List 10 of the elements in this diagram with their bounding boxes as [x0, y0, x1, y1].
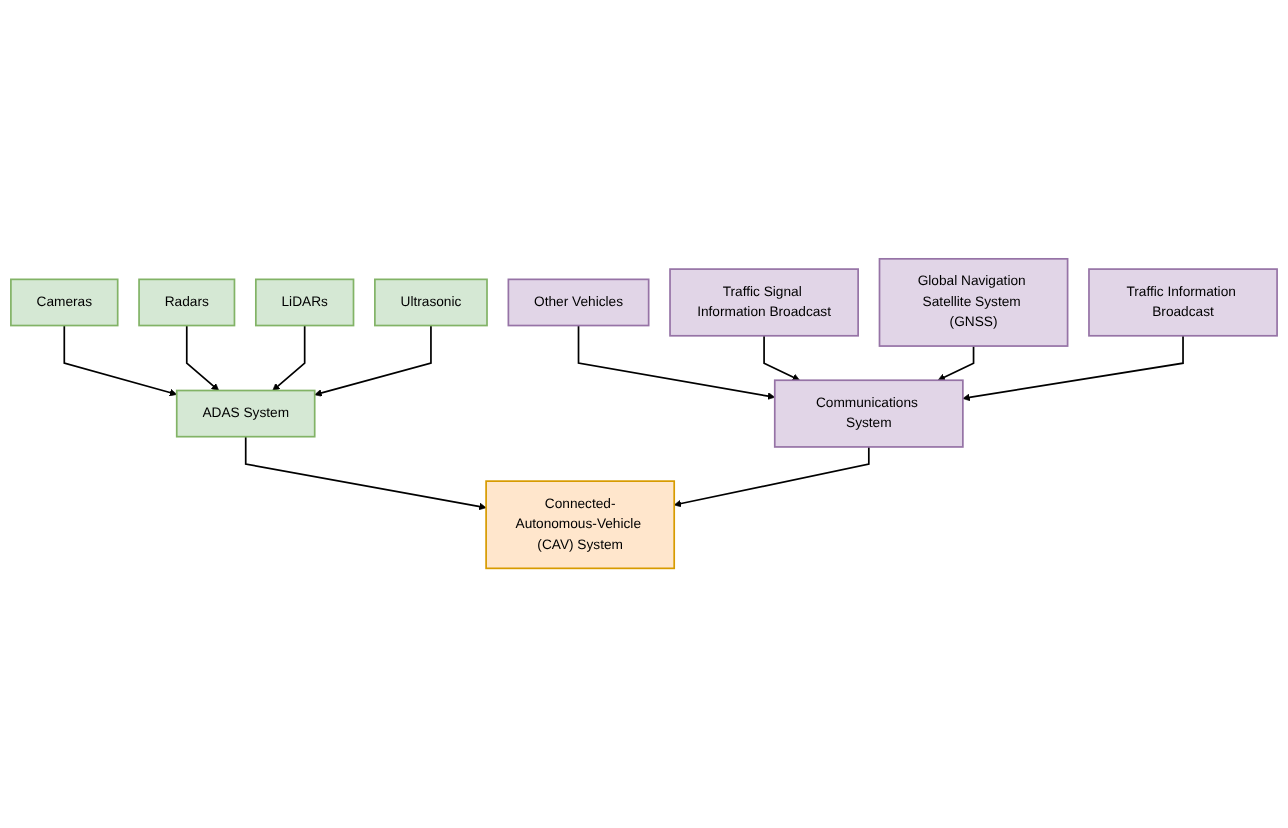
arrow [763, 335, 800, 382]
arrow [962, 335, 1184, 402]
arrow [63, 325, 178, 397]
arrow [577, 325, 776, 401]
arrow [937, 345, 975, 382]
arrow [673, 446, 870, 508]
arrow [272, 325, 306, 392]
arrow [314, 325, 432, 398]
arrow [244, 436, 487, 511]
arrow [185, 325, 220, 392]
